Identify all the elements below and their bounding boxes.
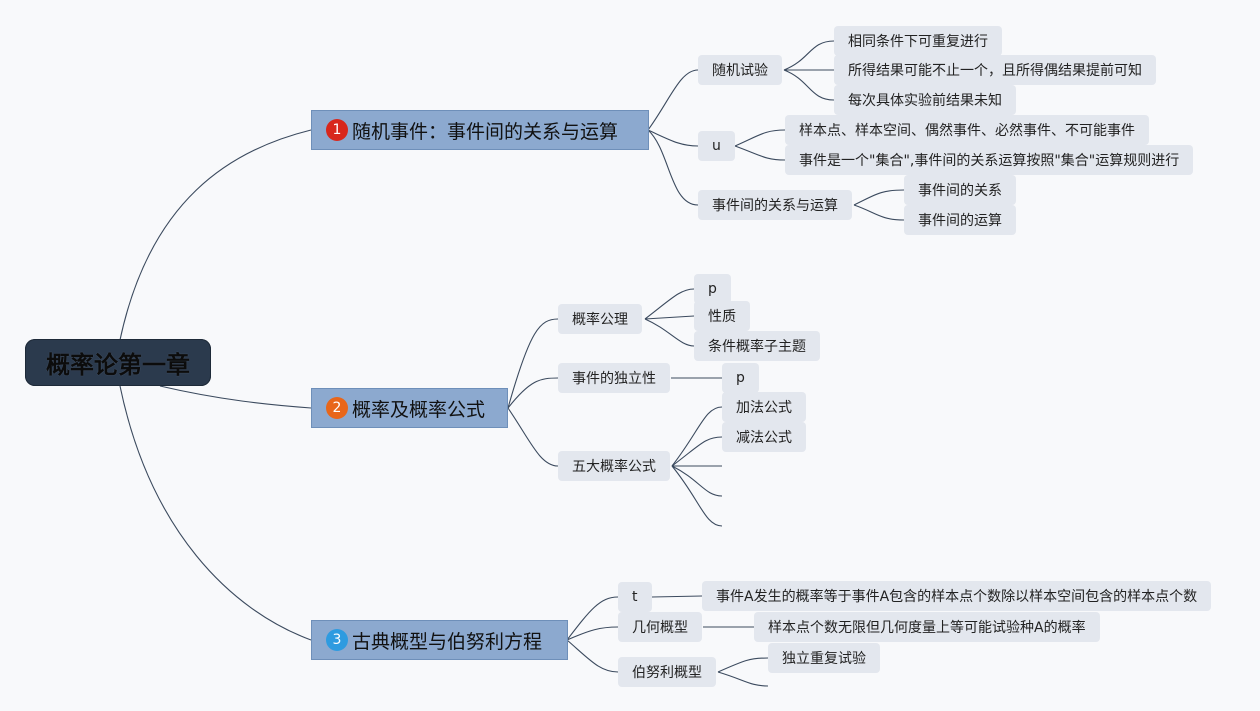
subtopic-random-experiment[interactable]: 随机试验	[698, 55, 782, 85]
leaf-label: 独立重复试验	[782, 651, 866, 667]
subtopic-label: 事件的独立性	[572, 371, 656, 387]
connector	[566, 639, 619, 673]
connector	[507, 377, 559, 409]
connector	[644, 288, 695, 320]
leaf-label: 减法公式	[736, 430, 792, 446]
leaf-topic[interactable]: 事件间的运算	[904, 205, 1016, 235]
connector	[647, 129, 699, 206]
leaf-topic[interactable]: 样本点个数无限但几何度量上等可能试验种A的概率	[754, 612, 1100, 642]
leaf-label: p	[736, 370, 745, 386]
leaf-label: 事件间的运算	[918, 213, 1002, 229]
connector	[647, 129, 699, 147]
connector	[717, 671, 769, 687]
connector	[566, 626, 619, 641]
connector	[119, 385, 312, 641]
root-topic[interactable]: 概率论第一章	[25, 339, 211, 386]
main-topic-2[interactable]: 2 概率及概率公式	[311, 388, 508, 428]
connector	[671, 465, 723, 497]
leaf-topic[interactable]: p	[722, 363, 759, 393]
main-topic-3[interactable]: 3 古典概型与伯努利方程	[311, 620, 568, 660]
subtopic-label: u	[712, 138, 721, 154]
number-badge-icon: 3	[326, 629, 348, 651]
leaf-label: 事件间的关系	[918, 183, 1002, 199]
subtopic-label: t	[632, 589, 638, 605]
subtopic-independence[interactable]: 事件的独立性	[558, 363, 670, 393]
connector	[717, 657, 769, 673]
leaf-label: 所得结果可能不止一个，且所得偶结果提前可知	[848, 63, 1142, 79]
leaf-topic[interactable]: 事件A发生的概率等于事件A包含的样本点个数除以样本空间包含的样本点个数	[702, 581, 1212, 611]
leaf-topic[interactable]: 事件间的关系	[904, 175, 1016, 205]
subtopic-geometric[interactable]: 几何概型	[618, 612, 702, 642]
leaf-label: 加法公式	[736, 400, 792, 416]
connector	[671, 406, 723, 467]
subtopic-label: 五大概率公式	[572, 459, 656, 475]
connector	[644, 315, 695, 320]
leaf-topic[interactable]: 每次具体实验前结果未知	[834, 85, 1016, 115]
leaf-label: 事件是一个"集合",事件间的关系运算按照"集合"运算规则进行	[799, 153, 1180, 169]
subtopic-t[interactable]: t	[618, 582, 652, 612]
subtopic-probability-axioms[interactable]: 概率公理	[558, 304, 642, 334]
leaf-label: 事件A发生的概率等于事件A包含的样本点个数除以样本空间包含的样本点个数	[716, 589, 1198, 605]
leaf-topic[interactable]: 相同条件下可重复进行	[834, 26, 1002, 56]
connector	[159, 385, 312, 409]
connector	[671, 436, 723, 467]
connector	[853, 204, 905, 221]
connector	[853, 189, 905, 206]
leaf-label: 条件概率子主题	[708, 339, 806, 355]
leaf-topic[interactable]: p	[694, 274, 731, 304]
subtopic-bernoulli[interactable]: 伯努利概型	[618, 657, 716, 687]
leaf-label: p	[708, 281, 717, 297]
subtopic-label: 几何概型	[632, 620, 688, 636]
connector	[566, 596, 619, 641]
connector	[783, 69, 835, 101]
leaf-topic[interactable]: 样本点、样本空间、偶然事件、必然事件、不可能事件	[785, 115, 1149, 145]
main-topic-label: 概率及概率公式	[352, 398, 486, 421]
leaf-label: 每次具体实验前结果未知	[848, 93, 1002, 109]
leaf-topic[interactable]: 事件是一个"集合",事件间的关系运算按照"集合"运算规则进行	[785, 145, 1194, 175]
subtopic-event-relations[interactable]: 事件间的关系与运算	[698, 190, 852, 220]
connector	[651, 595, 703, 598]
leaf-topic[interactable]: 加法公式	[722, 392, 806, 422]
number-badge-icon: 2	[326, 397, 348, 419]
connector	[734, 129, 786, 147]
subtopic-u[interactable]: u	[698, 131, 735, 161]
leaf-label: 性质	[708, 309, 736, 325]
connector	[507, 407, 559, 467]
leaf-label: 相同条件下可重复进行	[848, 34, 988, 50]
leaf-topic[interactable]: 性质	[694, 301, 750, 331]
leaf-label: 样本点个数无限但几何度量上等可能试验种A的概率	[768, 620, 1086, 636]
subtopic-label: 随机试验	[712, 63, 768, 79]
main-topic-label: 随机事件：事件间的关系与运算	[352, 120, 619, 143]
connector	[734, 145, 786, 161]
main-topic-label: 古典概型与伯努利方程	[352, 630, 543, 653]
subtopic-five-formulas[interactable]: 五大概率公式	[558, 451, 670, 481]
main-topic-1[interactable]: 1 随机事件：事件间的关系与运算	[311, 110, 649, 150]
subtopic-label: 概率公理	[572, 312, 628, 328]
connector	[783, 40, 835, 71]
subtopic-label: 事件间的关系与运算	[712, 198, 838, 214]
leaf-topic[interactable]: 所得结果可能不止一个，且所得偶结果提前可知	[834, 55, 1156, 85]
leaf-topic[interactable]: 减法公式	[722, 422, 806, 452]
number-badge-icon: 1	[326, 119, 348, 141]
leaf-topic[interactable]: 独立重复试验	[768, 643, 880, 673]
leaf-label: 样本点、样本空间、偶然事件、必然事件、不可能事件	[799, 123, 1135, 139]
connector	[647, 69, 699, 131]
connector	[507, 318, 559, 409]
root-topic-label: 概率论第一章	[46, 351, 190, 379]
connector	[119, 129, 312, 341]
connector	[671, 465, 723, 527]
connector	[644, 318, 695, 347]
subtopic-label: 伯努利概型	[632, 665, 702, 681]
leaf-topic[interactable]: 条件概率子主题	[694, 331, 820, 361]
